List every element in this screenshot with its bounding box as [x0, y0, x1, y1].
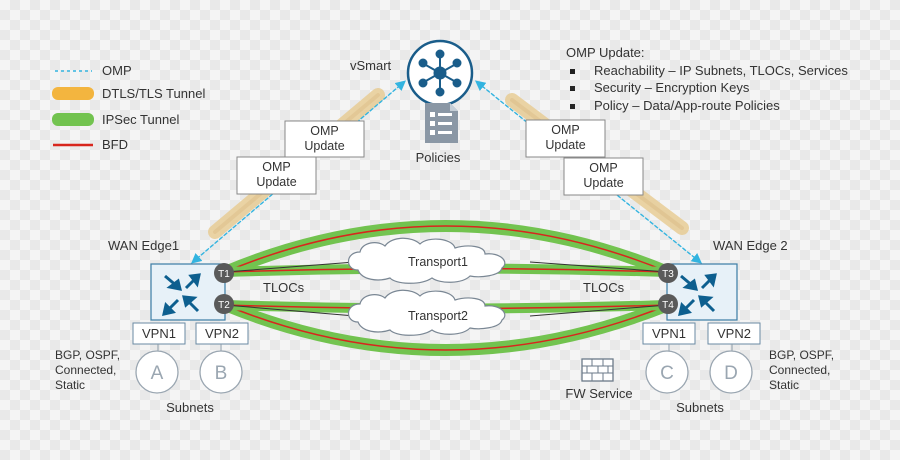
omp-update-box-right-back: OMP Update: [525, 119, 606, 158]
router-arrows-icon: [678, 273, 717, 316]
vpn2-right[interactable]: VPN2: [707, 322, 761, 345]
tloc-t3-label: T3: [662, 269, 674, 280]
routing-info-left-line3: Static: [55, 378, 85, 392]
update-box-line2: Update: [583, 176, 623, 190]
omp-update-title: OMP Update:: [566, 45, 645, 60]
router-arrows-icon: [162, 273, 201, 316]
subnet-b-label: B: [215, 363, 228, 384]
omp-update-box-left-front: OMP Update: [236, 156, 317, 195]
subnet-c[interactable]: C: [645, 350, 689, 394]
policy-document-icon: [425, 103, 458, 143]
subnet-d-label: D: [724, 363, 738, 384]
vpn2-left[interactable]: VPN2: [195, 322, 249, 345]
update-box-line2: Update: [545, 138, 585, 152]
routing-info-left-line1: BGP, OSPF,: [55, 348, 120, 362]
vpn2-left-label: VPN2: [205, 326, 239, 341]
wan-edge1-label: WAN Edge1: [108, 238, 179, 253]
routing-info-right-line1: BGP, OSPF,: [769, 348, 834, 362]
update-box-line1: OMP: [310, 124, 338, 138]
omp-update-item: Policy – Data/App-route Policies: [566, 97, 848, 115]
omp-update-info: OMP Update: Reachability – IP Subnets, T…: [566, 44, 848, 114]
transport-link: [224, 304, 356, 317]
vsmart-label: vSmart: [350, 58, 392, 73]
omp-update-box-right-front: OMP Update: [563, 157, 644, 196]
vsmart-node[interactable]: [406, 39, 474, 107]
transport2-label: Transport2: [408, 309, 468, 323]
tloc-t2[interactable]: T2: [214, 294, 234, 314]
subnets-label-right: Subnets: [676, 400, 724, 415]
legend-dtls-label: DTLS/TLS Tunnel: [102, 86, 205, 101]
tloc-t1[interactable]: T1: [214, 263, 234, 283]
legend-ipsec-label: IPSec Tunnel: [102, 112, 179, 127]
routing-info-right-line2: Connected,: [769, 363, 830, 377]
ipsec-tunnel-top: [219, 220, 674, 278]
transport-link: [529, 261, 669, 273]
tloc-t1-label: T1: [218, 269, 230, 280]
tloc-t2-label: T2: [218, 300, 230, 311]
transport-link: [224, 261, 356, 273]
routing-info-right-line3: Static: [769, 378, 799, 392]
omp-update-box-left-back: OMP Update: [284, 120, 365, 158]
update-box-line1: OMP: [589, 161, 617, 175]
tlocs-label-left: TLOCs: [263, 280, 305, 295]
transport-link: [529, 304, 669, 317]
routing-info-left-line2: Connected,: [55, 363, 116, 377]
update-box-line2: Update: [256, 175, 296, 189]
vpn1-left[interactable]: VPN1: [132, 322, 186, 345]
tloc-t4-label: T4: [662, 300, 674, 311]
transport2-cloud: Transport2: [347, 289, 506, 336]
vpn1-left-label: VPN1: [142, 326, 176, 341]
tloc-t4[interactable]: T4: [658, 294, 678, 314]
update-box-line2: Update: [304, 139, 344, 153]
wan-edge2-label: WAN Edge 2: [713, 238, 788, 253]
vpn1-right-label: VPN1: [652, 326, 686, 341]
fw-service-label: FW Service: [565, 386, 632, 401]
firewall-icon[interactable]: [581, 358, 614, 382]
omp-update-item: Reachability – IP Subnets, TLOCs, Servic…: [566, 62, 848, 80]
subnet-a-label: A: [151, 363, 164, 384]
transport1-cloud: Transport1: [347, 237, 506, 284]
subnet-d[interactable]: D: [709, 350, 753, 394]
policies-label: Policies: [416, 150, 461, 165]
wan-edge2-router[interactable]: [666, 263, 738, 321]
update-box-line1: OMP: [551, 123, 579, 137]
ipsec-tunnel-bottom: [219, 299, 674, 356]
legend-bfd-label: BFD: [102, 137, 128, 152]
subnet-a[interactable]: A: [135, 350, 179, 394]
vpn2-right-label: VPN2: [717, 326, 751, 341]
legend-ipsec-swatch: [52, 113, 94, 126]
hub-icon: [418, 49, 462, 97]
vpn1-right[interactable]: VPN1: [642, 322, 696, 345]
omp-update-item: Security – Encryption Keys: [566, 79, 848, 97]
legend: OMP DTLS/TLS Tunnel IPSec Tunnel BFD: [52, 63, 205, 152]
legend-omp-label: OMP: [102, 63, 132, 78]
wan-edge1-router[interactable]: [150, 263, 226, 321]
transport1-label: Transport1: [408, 255, 468, 269]
tloc-t3[interactable]: T3: [658, 263, 678, 283]
legend-dtls-swatch: [52, 87, 94, 100]
omp-update-list: Reachability – IP Subnets, TLOCs, Servic…: [566, 62, 848, 115]
subnet-b[interactable]: B: [199, 350, 243, 394]
subnet-c-label: C: [660, 363, 674, 384]
tlocs-label-right: TLOCs: [583, 280, 625, 295]
update-box-line1: OMP: [262, 160, 290, 174]
subnets-label-left: Subnets: [166, 400, 214, 415]
